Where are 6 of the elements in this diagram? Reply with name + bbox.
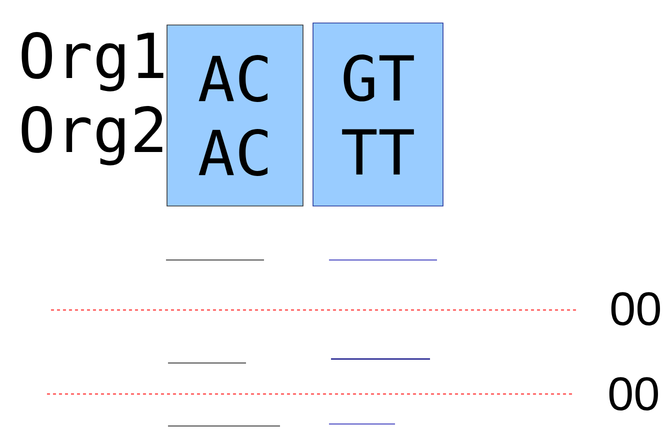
score-label: 00 (611, 292, 660, 326)
row-label: Org1 (22, 32, 164, 92)
score-label: 00 (609, 377, 658, 410)
sequence-box: GT TT (312, 22, 444, 206)
sequence-box: AC AC (166, 24, 304, 206)
row-label: Org2 (22, 106, 162, 166)
